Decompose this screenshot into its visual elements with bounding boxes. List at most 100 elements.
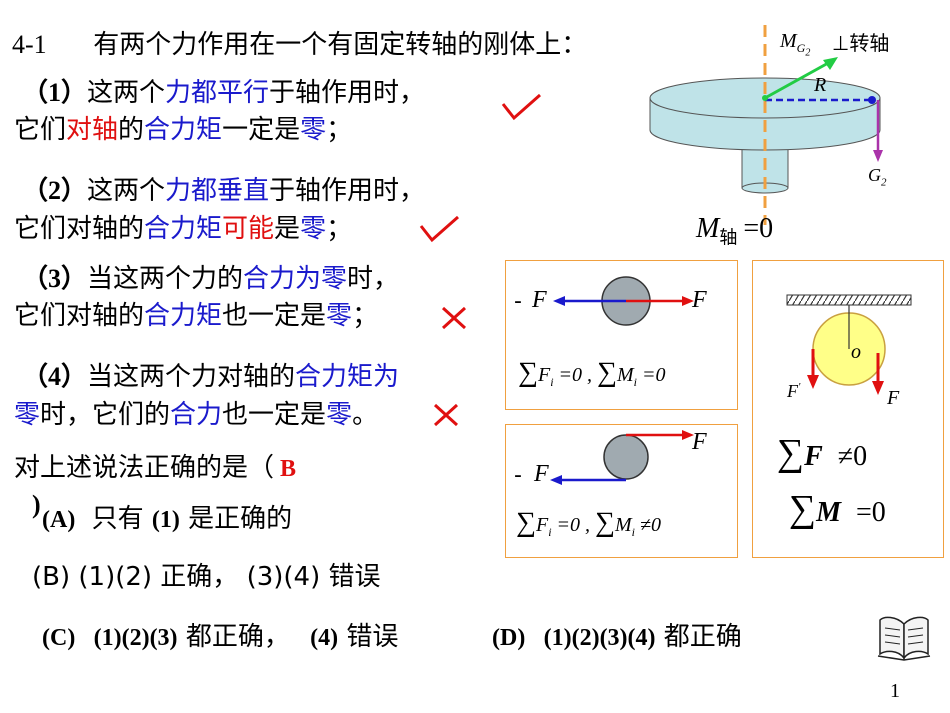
s3-text-f: 也一定是 <box>222 301 327 331</box>
axis-moment-result: M轴=0 <box>696 213 773 250</box>
rotating-disk-diagram <box>649 25 883 225</box>
option-a-rest: 是正确的 <box>188 504 293 534</box>
gravity-sub: 2 <box>881 176 887 189</box>
option-c-label: (C) <box>42 625 76 651</box>
pulley-center-label: o <box>851 341 861 363</box>
s1-text-j: ； <box>326 115 353 145</box>
s3-text-d: 它们对轴的 <box>14 301 145 331</box>
radius-label: R <box>814 74 827 96</box>
statement-3-line2: 它们对轴的合力矩也一定是零； <box>14 299 378 333</box>
statement-2-number: （2） <box>22 176 88 205</box>
moment-m: M <box>780 30 797 52</box>
question-stem: 有两个力作用在一个有固定转轴的刚体上： <box>93 30 588 60</box>
s3-text-c: 时， <box>347 264 400 294</box>
pulley-sum-f: F <box>804 441 823 472</box>
statement-4-line2: 零时，它们的合力也一定是零。 <box>14 398 378 432</box>
result-sub: 轴 <box>719 227 738 249</box>
moment-label: MG2 <box>780 30 810 58</box>
s3-text-a: 当这两个力的 <box>87 264 244 294</box>
s1-text-h: 一定是 <box>222 115 301 145</box>
prompt-close-paren: ) <box>32 490 41 519</box>
cross-mark-icon <box>441 306 467 330</box>
statement-3-number: （3） <box>22 264 88 293</box>
moment-sub2: 2 <box>805 47 811 59</box>
statement-1-number: （1） <box>22 78 88 107</box>
s3-text-g: 零 <box>326 301 353 331</box>
s2-text-f: 可能 <box>222 214 275 244</box>
s4-text-e: 合力 <box>170 400 223 430</box>
s1-text-a: 这两个 <box>87 78 166 108</box>
pulley-force-sum: ∑F ≠0 <box>777 432 868 474</box>
s3-text-e: 合力矩 <box>144 301 223 331</box>
answer-letter: B <box>280 456 297 482</box>
statement-2-line1: （2）这两个力都垂直于轴作用时， <box>22 174 425 208</box>
check-mark-icon <box>419 215 459 243</box>
s2-text-c: 于轴作用时， <box>269 176 426 206</box>
s1-text-f: 的 <box>118 115 145 145</box>
s3-text-h: ； <box>352 301 379 331</box>
statement-3-line1: （3）当这两个力的合力为零时， <box>22 262 399 296</box>
s1-text-g: 合力矩 <box>144 115 223 145</box>
s2-text-g: 是 <box>274 214 301 244</box>
statement-4-number: （4） <box>22 362 88 391</box>
s2-text-e: 合力矩 <box>144 214 223 244</box>
s3-text-b: 合力为零 <box>243 264 348 294</box>
question-heading: 4-1 有两个力作用在一个有固定转轴的刚体上： <box>12 28 587 62</box>
question-number: 4-1 <box>12 30 47 59</box>
option-b: (B) (1)(2) 正确， (3)(4) 错误 <box>32 562 381 592</box>
panel-2-drawing <box>550 430 694 485</box>
prompt-text: 对上述说法正确的是（ <box>14 453 275 483</box>
s4-text-h: 。 <box>352 400 379 430</box>
option-d-num: (1)(2)(3)(4) <box>543 625 656 651</box>
option-a-num: (1) <box>151 507 180 533</box>
moment-sub: G <box>796 41 806 55</box>
panel-2-equation: ∑Fi =0 , ∑Mi ≠0 <box>516 507 661 539</box>
pulley-panel: o F' F ∑F ≠0 ∑M =0 <box>752 260 944 558</box>
s4-text-g: 零 <box>326 400 353 430</box>
gravity-g: G <box>868 165 881 185</box>
s1-text-c: 于轴作用时， <box>269 78 426 108</box>
s2-text-i: ； <box>326 214 353 244</box>
pulley-moment-sum: ∑M =0 <box>789 488 886 530</box>
option-c-num2: (4) <box>310 625 339 651</box>
option-d-label: (D) <box>492 625 526 651</box>
check-mark-icon <box>501 93 541 121</box>
panel-1-f-left: F <box>532 287 547 313</box>
s4-text-c: 零 <box>14 400 41 430</box>
option-c-text: 都正确， <box>185 622 290 652</box>
s2-text-d: 它们对轴的 <box>14 214 145 244</box>
statement-1-line2: 它们对轴的合力矩一定是零； <box>14 113 352 147</box>
panel-2-neg-sign: - <box>514 463 522 488</box>
option-a-label: (A) <box>42 507 76 533</box>
s4-text-f: 也一定是 <box>222 400 327 430</box>
pulley-sum-m: M <box>816 497 841 528</box>
panel-2-f-right: F <box>692 429 707 455</box>
s1-text-b: 力都平行 <box>165 78 270 108</box>
book-icon[interactable] <box>876 610 932 662</box>
perp-axis-label: ⊥转轴 <box>832 31 890 55</box>
pulley-f-prime: ' <box>798 381 801 393</box>
option-d: (D) (1)(2)(3)(4) 都正确 <box>492 620 742 655</box>
cross-mark-icon <box>433 403 459 427</box>
option-d-text: 都正确 <box>663 622 742 652</box>
pulley-moment-eq: =0 <box>856 497 886 528</box>
s4-text-d: 时，它们的 <box>40 400 171 430</box>
moment-arrow <box>764 60 831 100</box>
statement-2-line2: 它们对轴的合力矩可能是零； <box>14 212 352 246</box>
ceiling-hatch <box>786 294 912 306</box>
pulley-f-right: F <box>887 387 900 409</box>
s1-text-d: 它们 <box>14 115 67 145</box>
s1-text-i: 零 <box>300 115 327 145</box>
page-number: 1 <box>890 680 900 702</box>
force-couple-panel-2: - F F ∑Fi =0 , ∑Mi ≠0 <box>505 424 738 558</box>
pulley-f-left: F' <box>787 381 800 402</box>
statement-1-line1: （1）这两个力都平行于轴作用时， <box>22 76 425 110</box>
option-c-num: (1)(2)(3) <box>93 625 178 651</box>
s4-text-a: 当这两个力对轴的 <box>87 362 296 392</box>
option-a-text: 只有 <box>91 504 144 534</box>
option-a: (A) 只有 (1) 是正确的 <box>42 502 292 537</box>
panel-1-drawing <box>553 276 694 326</box>
pulley-f-left-letter: F <box>787 381 798 401</box>
option-c-text2: 错误 <box>346 622 399 652</box>
answer-prompt: 对上述说法正确的是（B <box>14 451 296 486</box>
